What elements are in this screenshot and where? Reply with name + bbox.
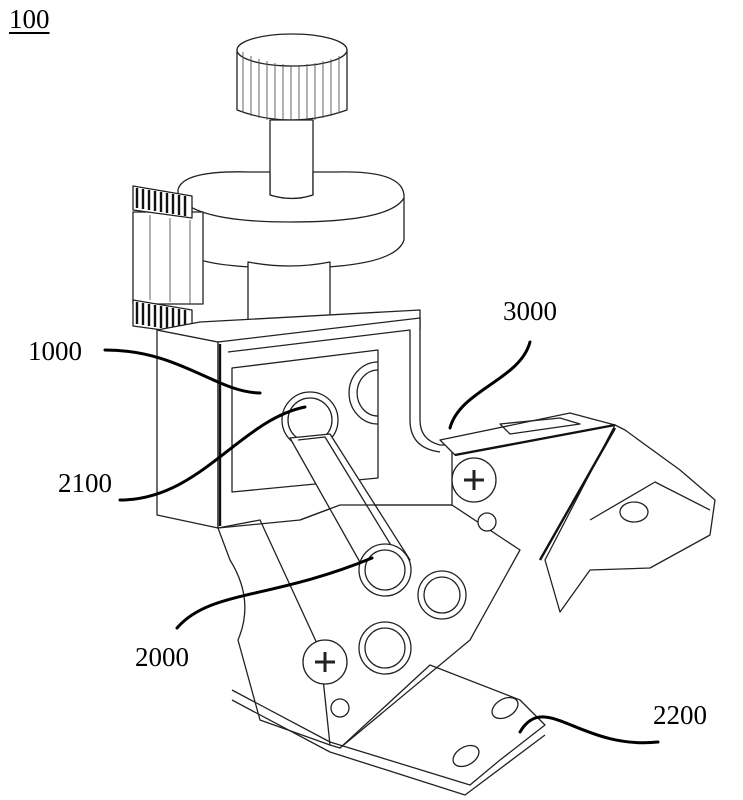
side-block (156, 309, 421, 529)
leader-1000 (103, 348, 262, 395)
knurl-ridges (242, 52, 340, 122)
ref-label-2000: 2000 (135, 642, 189, 672)
shaft (269, 119, 314, 200)
knurled-knob (236, 33, 348, 122)
column (247, 261, 331, 331)
figure-number: 100 (9, 4, 50, 34)
ref-label-1000: 1000 (28, 336, 82, 366)
connector-pins-bottom (135, 302, 187, 332)
ref-label-2200: 2200 (653, 700, 707, 730)
leader-3000 (448, 340, 532, 430)
ref-label-3000: 3000 (503, 296, 557, 326)
ref-label-2100: 2100 (58, 468, 112, 498)
lower-plate (217, 504, 521, 749)
ribbon-connector (132, 185, 204, 335)
leader-2100 (118, 405, 307, 502)
mounting-foot (231, 664, 546, 796)
leader-lines (103, 340, 660, 745)
disc-collar (177, 171, 405, 269)
connector-pins-top (135, 188, 187, 216)
bracket-plate (439, 412, 716, 613)
leader-2200 (518, 715, 660, 745)
leader-2000 (175, 556, 374, 630)
